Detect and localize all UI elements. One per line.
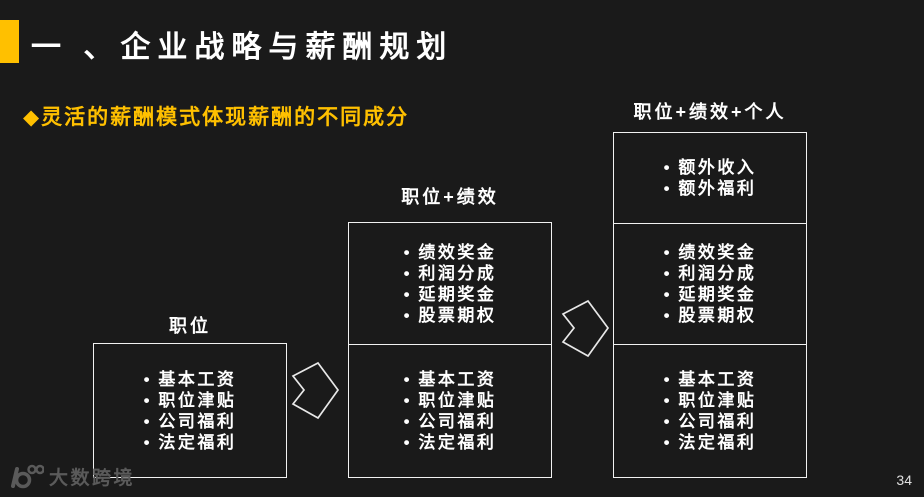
box-section-individual: 额外收入 额外福利 — [614, 133, 806, 223]
chevron-right-arrow-icon — [561, 299, 610, 358]
box-section-performance: 绩效奖金 利润分成 延期奖金 股票期权 — [614, 223, 806, 344]
bullet-list: 绩效奖金 利润分成 延期奖金 股票期权 — [664, 242, 757, 326]
slide-subtitle: ◆灵活的薪酬模式体现薪酬的不同成分 — [23, 106, 410, 129]
slide-title: 一 、企业战略与薪酬规划 — [31, 31, 454, 64]
box-section-base: 基本工资 职位津贴 公司福利 法定福利 — [94, 344, 286, 477]
list-item: 股票期权 — [664, 305, 757, 326]
box-section-base: 基本工资 职位津贴 公司福利 法定福利 — [349, 344, 551, 477]
chevron-right-arrow-icon — [291, 361, 340, 420]
bullet-list: 额外收入 额外福利 — [664, 157, 757, 199]
bullet-list: 绩效奖金 利润分成 延期奖金 股票期权 — [404, 242, 497, 326]
bullet-list: 基本工资 职位津贴 公司福利 法定福利 — [404, 369, 497, 453]
page-number: 34 — [896, 472, 912, 488]
list-item: 公司福利 — [404, 411, 497, 432]
logo-100-icon — [11, 464, 44, 489]
list-item: 法定福利 — [404, 432, 497, 453]
watermark-logo: 大数跨境 — [8, 463, 135, 490]
bullet-list: 基本工资 职位津贴 公司福利 法定福利 — [664, 369, 757, 453]
list-item: 公司福利 — [144, 411, 237, 432]
list-item: 基本工资 — [144, 369, 237, 390]
title-accent-square — [0, 20, 19, 63]
box-position: 基本工资 职位津贴 公司福利 法定福利 — [93, 343, 287, 478]
list-item: 额外福利 — [664, 178, 757, 199]
list-item: 额外收入 — [664, 157, 757, 178]
box-position-performance-individual: 额外收入 额外福利 绩效奖金 利润分成 延期奖金 股票期权 基本工资 职位津贴 … — [613, 132, 807, 478]
list-item: 绩效奖金 — [404, 242, 497, 263]
bullet-list: 基本工资 职位津贴 公司福利 法定福利 — [144, 369, 237, 453]
box-section-performance: 绩效奖金 利润分成 延期奖金 股票期权 — [349, 223, 551, 344]
list-item: 利润分成 — [404, 263, 497, 284]
box-section-base: 基本工资 职位津贴 公司福利 法定福利 — [614, 344, 806, 477]
list-item: 法定福利 — [664, 432, 757, 453]
list-item: 延期奖金 — [404, 284, 497, 305]
list-item: 法定福利 — [144, 432, 237, 453]
list-item: 职位津贴 — [404, 390, 497, 411]
list-item: 股票期权 — [404, 305, 497, 326]
list-item: 职位津贴 — [664, 390, 757, 411]
column-label-position-performance-individual: 职位+绩效+个人 — [633, 102, 787, 122]
list-item: 公司福利 — [664, 411, 757, 432]
box-position-performance: 绩效奖金 利润分成 延期奖金 股票期权 基本工资 职位津贴 公司福利 法定福利 — [348, 222, 552, 478]
list-item: 基本工资 — [404, 369, 497, 390]
column-label-position-performance: 职位+绩效 — [401, 187, 499, 207]
list-item: 延期奖金 — [664, 284, 757, 305]
list-item: 职位津贴 — [144, 390, 237, 411]
list-item: 绩效奖金 — [664, 242, 757, 263]
list-item: 利润分成 — [664, 263, 757, 284]
column-label-position: 职位 — [169, 316, 211, 336]
watermark-logo-text: 大数跨境 — [49, 468, 136, 489]
list-item: 基本工资 — [664, 369, 757, 390]
